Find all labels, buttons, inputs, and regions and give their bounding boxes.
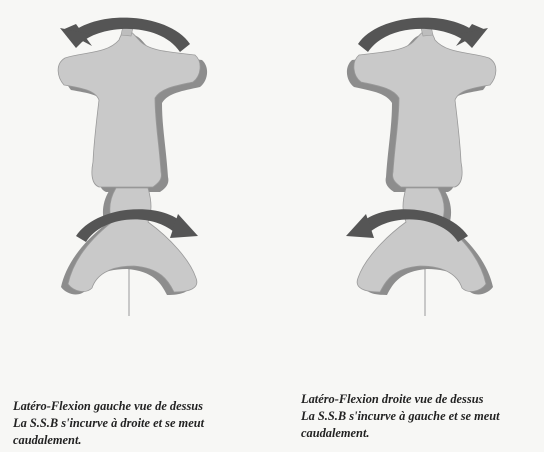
caption-right: Latéro-Flexion droite vue de dessus La S… xyxy=(301,391,500,442)
caption-left-line-3: caudalement. xyxy=(13,432,204,449)
caption-left-line-2: La S.S.B s'incurve à droite et se meut xyxy=(13,415,204,432)
caption-right-line-1: Latéro-Flexion droite vue de dessus xyxy=(301,391,500,408)
caption-left: Latéro-Flexion gauche vue de dessus La S… xyxy=(13,398,204,449)
caption-right-line-3: caudalement. xyxy=(301,425,500,442)
caption-right-line-2: La S.S.B s'incurve à gauche et se meut xyxy=(301,408,500,425)
left-sphenoid xyxy=(58,26,207,192)
right-diagram xyxy=(346,18,496,316)
caption-left-line-1: Latéro-Flexion gauche vue de dessus xyxy=(13,398,204,415)
left-diagram xyxy=(58,18,207,316)
ssb-diagram xyxy=(0,0,544,360)
right-sphenoid xyxy=(347,26,496,192)
